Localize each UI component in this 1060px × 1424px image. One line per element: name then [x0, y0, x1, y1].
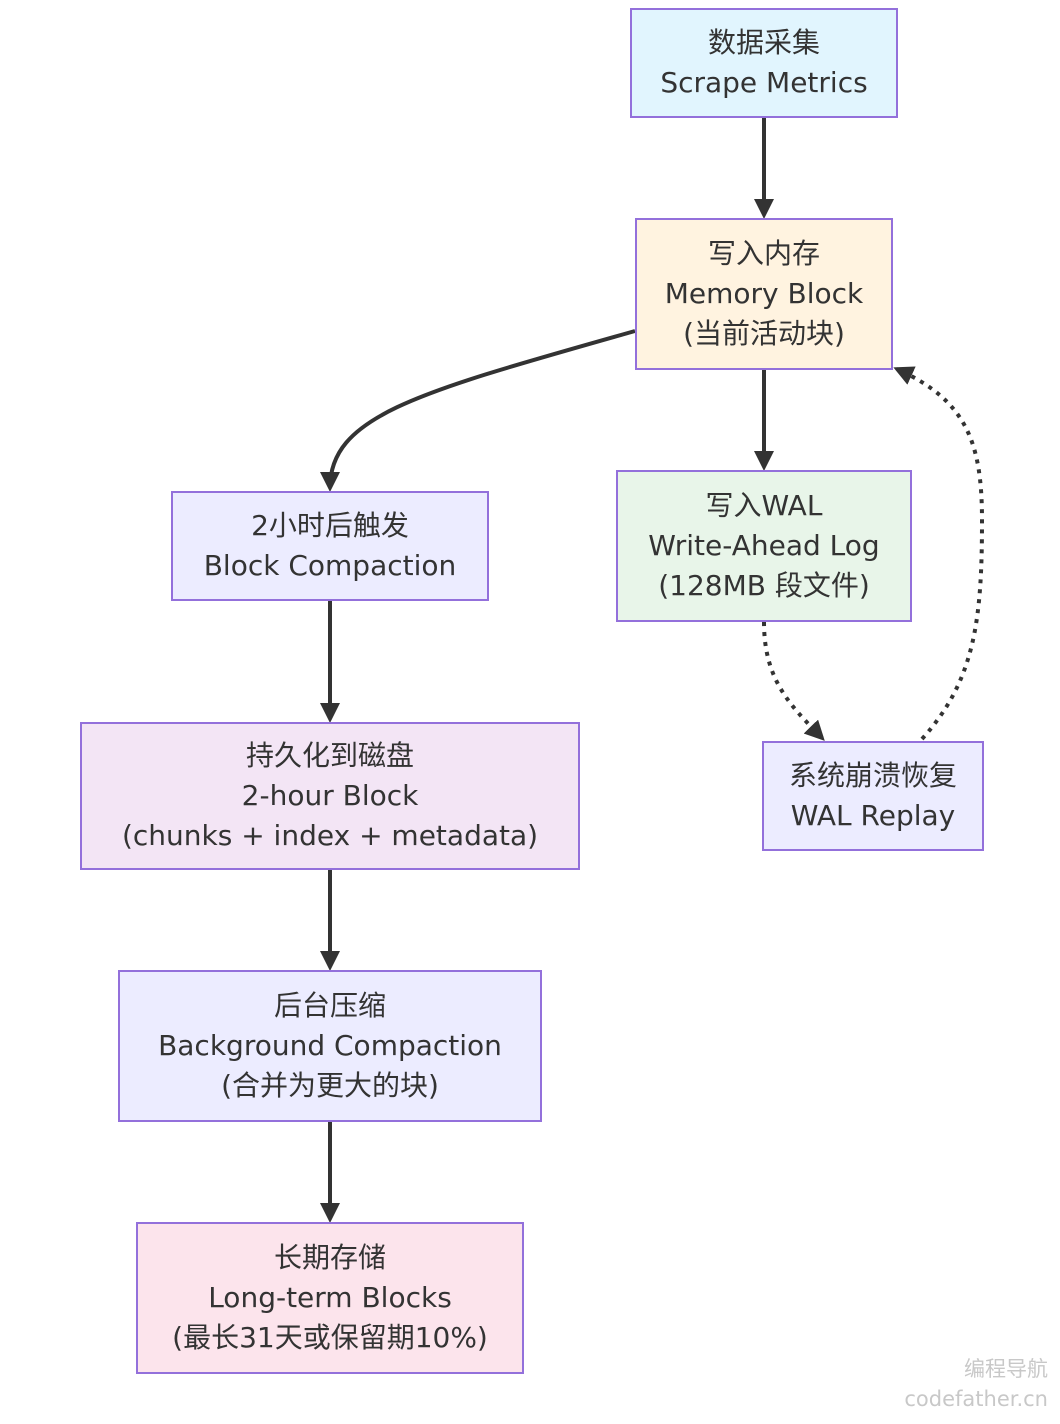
node-background-compaction: 后台压缩 Background Compaction (合并为更大的块) [118, 970, 542, 1122]
node-persist-to-disk-line1: 持久化到磁盘 [245, 739, 414, 772]
watermark: 编程导航 codefather.cn [904, 1354, 1048, 1414]
node-long-term-blocks-line2: Long-term Blocks [208, 1281, 452, 1314]
node-persist-to-disk: 持久化到磁盘 2-hour Block (chunks + index + me… [80, 722, 580, 870]
node-write-ahead-log: 写入WAL Write-Ahead Log (128MB 段文件) [616, 470, 912, 622]
node-memory-block-line1: 写入内存 [707, 237, 820, 270]
node-write-ahead-log-line3: (128MB 段文件) [658, 569, 870, 602]
node-memory-block-line3: (当前活动块) [683, 317, 845, 350]
node-scrape-metrics: 数据采集 Scrape Metrics [630, 8, 898, 118]
node-scrape-metrics-line1: 数据采集 [707, 26, 820, 59]
watermark-line2: codefather.cn [904, 1387, 1048, 1411]
node-background-compaction-line2: Background Compaction [158, 1029, 502, 1062]
node-long-term-blocks-line1: 长期存储 [273, 1241, 386, 1274]
watermark-line1: 编程导航 [964, 1357, 1048, 1381]
edge-wal-to-replay [762, 621, 825, 741]
node-persist-to-disk-line2: 2-hour Block [241, 779, 419, 812]
node-block-compaction-trigger-line2: Block Compaction [203, 549, 457, 582]
edge-memory-to-trigger [320, 329, 636, 492]
node-wal-replay-line1: 系统崩溃恢复 [788, 759, 957, 792]
node-wal-replay: 系统崩溃恢复 WAL Replay [762, 741, 984, 851]
node-memory-block-line2: Memory Block [664, 277, 864, 310]
node-write-ahead-log-line1: 写入WAL [705, 489, 823, 522]
node-wal-replay-line2: WAL Replay [790, 799, 956, 832]
node-block-compaction-trigger-line1: 2小时后触发 [251, 509, 409, 542]
node-persist-to-disk-line3: (chunks + index + metadata) [121, 819, 539, 852]
node-background-compaction-line3: (合并为更大的块) [221, 1069, 439, 1102]
node-memory-block: 写入内存 Memory Block (当前活动块) [635, 218, 893, 370]
node-write-ahead-log-line2: Write-Ahead Log [648, 529, 880, 562]
node-background-compaction-line1: 后台压缩 [273, 989, 386, 1022]
node-long-term-blocks-line3: (最长31天或保留期10%) [172, 1321, 488, 1354]
node-long-term-blocks: 长期存储 Long-term Blocks (最长31天或保留期10%) [136, 1222, 524, 1374]
node-scrape-metrics-line2: Scrape Metrics [660, 66, 868, 99]
node-block-compaction-trigger: 2小时后触发 Block Compaction [171, 491, 489, 601]
